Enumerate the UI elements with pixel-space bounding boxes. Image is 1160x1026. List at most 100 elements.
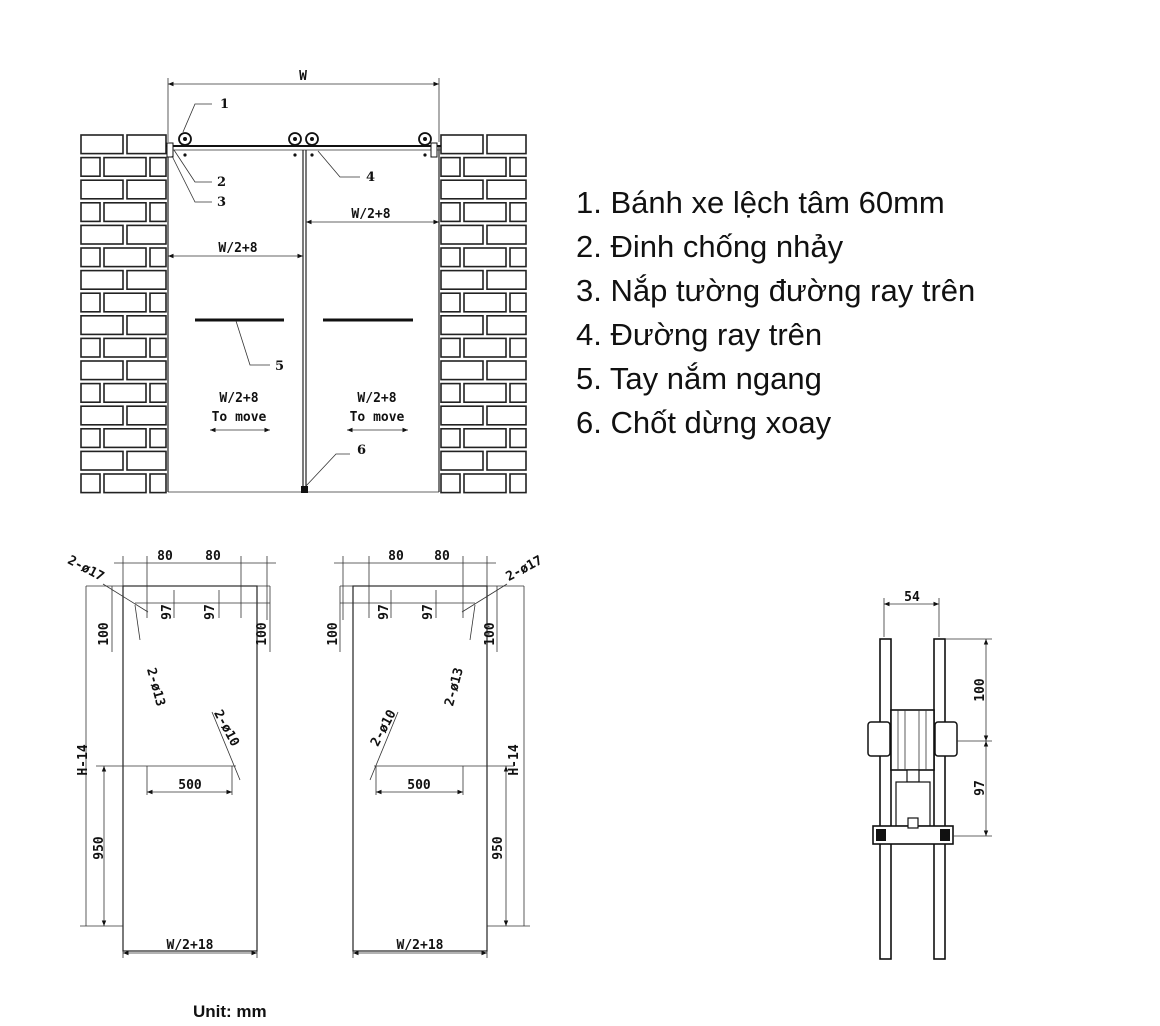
move-distance-left: W/2+8 <box>219 391 258 406</box>
brick <box>440 382 461 404</box>
dim-80-b: 80 <box>434 549 450 564</box>
brick <box>463 473 507 494</box>
callout-4: 4 <box>366 170 375 185</box>
callout-6: 6 <box>357 443 366 458</box>
brick <box>440 134 484 155</box>
brick <box>80 314 124 336</box>
brick <box>80 337 101 358</box>
wheel-hub-left <box>867 721 891 757</box>
dim-950: 950 <box>491 836 506 860</box>
hole-label-top: 2-ø17 <box>65 553 107 585</box>
dim-80-a: 80 <box>157 549 173 564</box>
brick <box>126 360 167 381</box>
brick <box>103 156 147 178</box>
anti-jump-pin <box>423 153 427 157</box>
callout-leader-3 <box>171 155 212 203</box>
brick <box>126 134 167 155</box>
anti-jump-pin <box>310 153 314 157</box>
brick <box>80 247 101 268</box>
callout-1: 1 <box>220 97 229 112</box>
legend-item-anti-jump-pin: 2. Đinh chống nhảy <box>576 229 844 264</box>
brick <box>440 224 484 245</box>
dim-950: 950 <box>92 836 107 860</box>
brick <box>80 224 124 245</box>
brick <box>486 179 527 200</box>
brick <box>509 247 527 268</box>
brick <box>440 314 484 336</box>
brick <box>80 405 124 426</box>
brick <box>149 473 167 494</box>
dim-97-b: 97 <box>421 604 436 620</box>
brick <box>80 269 124 291</box>
width-label: W <box>299 69 307 84</box>
brick <box>103 202 147 223</box>
brick <box>440 179 484 200</box>
brick <box>149 292 167 313</box>
wheel-body <box>890 709 935 771</box>
roller-wheel <box>288 132 302 146</box>
brick <box>149 427 167 449</box>
dim-97-a: 97 <box>377 604 392 620</box>
bracket-neck <box>906 769 920 783</box>
left-glass-panel <box>122 585 258 952</box>
brick <box>440 337 461 358</box>
brick <box>103 382 147 404</box>
brick <box>80 360 124 381</box>
side-rail-right <box>933 638 946 960</box>
brick <box>126 179 167 200</box>
roller-side-view: 54 100 97 <box>867 590 992 960</box>
brick <box>80 134 124 155</box>
brick <box>80 473 101 494</box>
brick <box>440 360 484 381</box>
brick <box>463 247 507 268</box>
brick <box>486 314 527 336</box>
hole-leader-top <box>102 583 149 613</box>
brick <box>149 202 167 223</box>
brick <box>149 382 167 404</box>
right-glass-panel <box>352 585 488 952</box>
legend-item-eccentric-wheel: 1. Bánh xe lệch tâm 60mm <box>576 185 945 220</box>
brick <box>509 382 527 404</box>
brick <box>149 337 167 358</box>
brick <box>80 292 101 313</box>
brick <box>103 292 147 313</box>
brick <box>440 202 461 223</box>
move-text-left: To move <box>212 410 267 425</box>
brick <box>440 473 461 494</box>
roller-wheel <box>178 132 192 146</box>
callout-leader-1 <box>182 103 212 133</box>
brick <box>463 382 507 404</box>
legend-item-top-rail: 4. Đường ray trên <box>576 317 823 352</box>
brick <box>486 224 527 245</box>
brick <box>440 427 461 449</box>
brick <box>509 427 527 449</box>
hole-label-handle: 2-ø10 <box>368 707 400 749</box>
hole-label-mid: 2-ø13 <box>143 666 168 708</box>
brick <box>509 156 527 178</box>
clamp-bolt-right <box>940 829 950 841</box>
brick <box>486 405 527 426</box>
dim-97-b: 97 <box>203 604 218 620</box>
hole-leader-handle <box>211 711 241 781</box>
brick <box>80 179 124 200</box>
brick <box>509 292 527 313</box>
callout-2: 2 <box>217 175 226 190</box>
callout-leader-2 <box>173 149 212 183</box>
panel-width-label: W/2+18 <box>397 938 444 953</box>
brick <box>103 473 147 494</box>
side-dim-100: 100 <box>973 678 988 702</box>
floor-guide-stopper <box>301 486 308 493</box>
brick <box>486 360 527 381</box>
brick <box>486 269 527 291</box>
brick <box>509 337 527 358</box>
brick <box>149 156 167 178</box>
callout-5: 5 <box>275 359 284 374</box>
dim-500: 500 <box>407 778 431 793</box>
brick <box>126 314 167 336</box>
dim-80-a: 80 <box>388 549 404 564</box>
brick <box>80 202 101 223</box>
hole-label-top: 2-ø17 <box>504 553 546 585</box>
unit-label: Unit: mm <box>193 1002 267 1021</box>
brick <box>80 382 101 404</box>
front-view: W W/2+8 W/2+8 W/2+8 To move W/2+8 To mov… <box>80 69 527 494</box>
